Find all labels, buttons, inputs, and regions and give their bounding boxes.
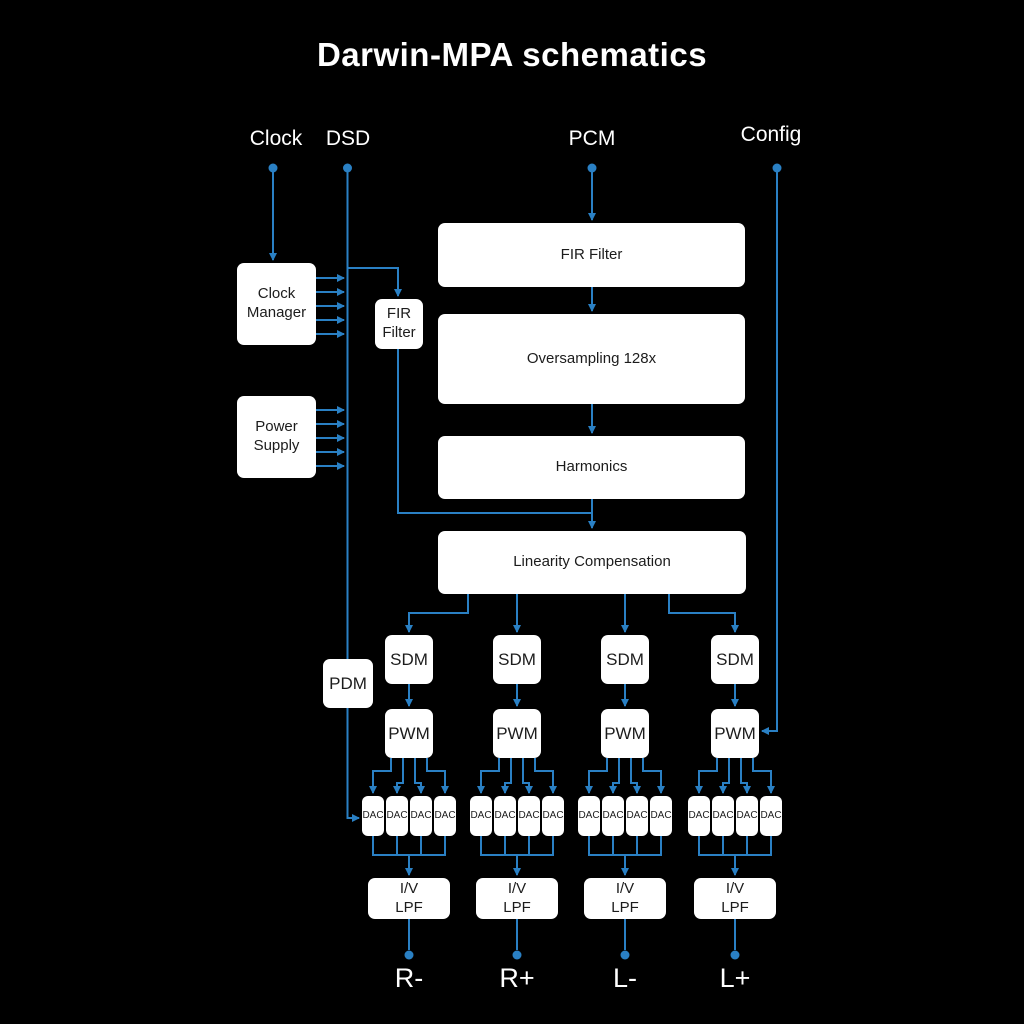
iv-lpf-block: I/V LPF: [584, 878, 666, 919]
dac-block: DAC: [712, 796, 734, 836]
dac-block: DAC: [410, 796, 432, 836]
linearity-fanout-wires: [405, 594, 739, 633]
channel-wires: [477, 684, 557, 960]
dac-block: DAC: [542, 796, 564, 836]
dac-block: DAC: [736, 796, 758, 836]
pwm-block: PWM: [493, 709, 541, 758]
dac-block: DAC: [650, 796, 672, 836]
iv-lpf-block: I/V LPF: [368, 878, 450, 919]
sdm-block: SDM: [493, 635, 541, 684]
pdm-block: PDM: [323, 659, 373, 708]
output-label-r-minus: R-: [394, 963, 424, 993]
input-wires: [269, 172, 778, 822]
clock-manager-block: Clock Manager: [237, 263, 316, 345]
sdm-block: SDM: [601, 635, 649, 684]
dac-block: DAC: [434, 796, 456, 836]
clock-manager-wires: [316, 274, 345, 338]
iv-lpf-block: I/V LPF: [694, 878, 776, 919]
input-label-dsd: DSD: [325, 127, 371, 150]
pwm-block: PWM: [711, 709, 759, 758]
dac-block: DAC: [578, 796, 600, 836]
dac-block: DAC: [602, 796, 624, 836]
dac-block: DAC: [518, 796, 540, 836]
dac-block: DAC: [688, 796, 710, 836]
oversampling-block: Oversampling 128x: [438, 314, 745, 404]
dac-block: DAC: [470, 796, 492, 836]
dac-block: DAC: [362, 796, 384, 836]
harmonics-block: Harmonics: [438, 436, 745, 499]
fir-filter-block: FIR Filter: [438, 223, 745, 287]
dac-block: DAC: [760, 796, 782, 836]
sdm-block: SDM: [385, 635, 433, 684]
dac-block: DAC: [386, 796, 408, 836]
channel-wires: [369, 684, 449, 960]
input-label-clock: Clock: [249, 127, 303, 150]
page-title: Darwin-MPA schematics: [316, 36, 708, 73]
output-label-l-minus: L-: [612, 963, 638, 993]
channel-wires: [585, 684, 665, 960]
input-label-config: Config: [740, 123, 802, 146]
dac-block: DAC: [626, 796, 648, 836]
iv-lpf-block: I/V LPF: [476, 878, 558, 919]
power-supply-wires: [316, 406, 345, 470]
input-label-pcm: PCM: [568, 127, 616, 150]
sdm-block: SDM: [711, 635, 759, 684]
input-terminal-dots: [268, 163, 782, 173]
linearity-compensation-block: Linearity Compensation: [438, 531, 746, 594]
output-label-l-plus: L+: [719, 963, 751, 993]
power-supply-block: Power Supply: [237, 396, 316, 478]
fir-filter-side-block: FIR Filter: [375, 299, 423, 349]
output-label-r-plus: R+: [499, 963, 535, 993]
dac-block: DAC: [494, 796, 516, 836]
pwm-block: PWM: [601, 709, 649, 758]
pwm-block: PWM: [385, 709, 433, 758]
channel-wires: [695, 684, 775, 960]
